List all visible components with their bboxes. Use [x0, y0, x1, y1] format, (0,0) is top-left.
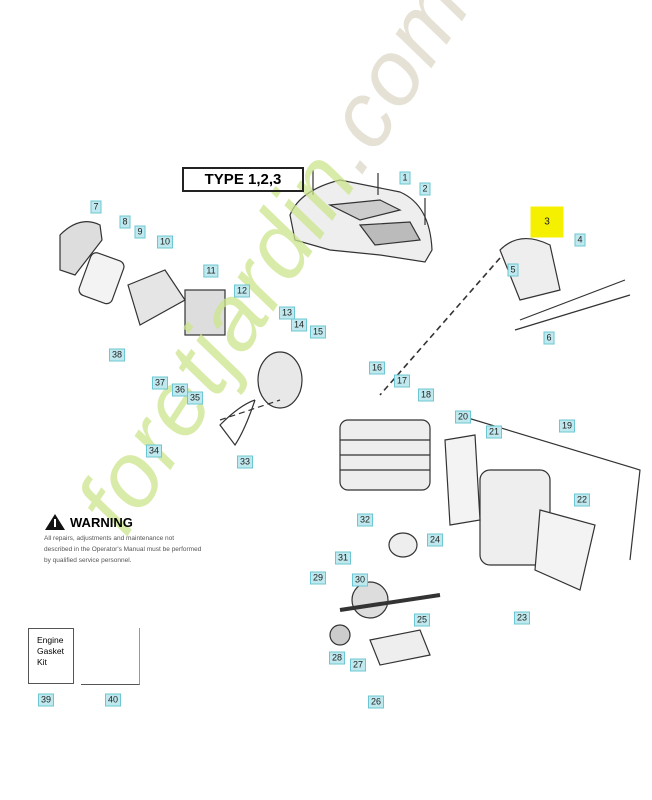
warning-icon [45, 514, 65, 530]
part-label-25[interactable]: 25 [413, 613, 431, 627]
part-label-30[interactable]: 30 [351, 573, 369, 587]
part-label-13[interactable]: 13 [278, 306, 296, 320]
part-label-33[interactable]: 33 [236, 455, 254, 469]
part-label-37[interactable]: 37 [151, 376, 169, 390]
part-label-36[interactable]: 36 [171, 383, 189, 397]
part-label-12[interactable]: 12 [233, 284, 251, 298]
part-label-35[interactable]: 35 [186, 391, 204, 405]
part-label-4[interactable]: 4 [574, 233, 586, 247]
part-label-28[interactable]: 28 [328, 651, 346, 665]
part-label-31[interactable]: 31 [334, 551, 352, 565]
part-label-38[interactable]: 38 [108, 348, 126, 362]
part-label-16[interactable]: 16 [368, 361, 386, 375]
part-label-40[interactable]: 40 [104, 693, 122, 707]
part-label-22[interactable]: 22 [573, 493, 591, 507]
warning-text: All repairs, adjustments and maintenance… [44, 535, 202, 564]
part-label-17[interactable]: 17 [393, 374, 411, 388]
part-label-20[interactable]: 20 [454, 410, 472, 424]
part-label-11[interactable]: 11 [203, 264, 219, 278]
part-label-26[interactable]: 26 [367, 695, 385, 709]
gasket-part-box [81, 628, 140, 685]
part-label-9[interactable]: 9 [134, 225, 146, 239]
warning-notice: WARNING All repairs, adjustments and mai… [44, 513, 204, 566]
part-label-19[interactable]: 19 [558, 419, 576, 433]
warning-heading: WARNING [70, 514, 133, 530]
part-label-29[interactable]: 29 [309, 571, 327, 585]
part-label-32[interactable]: 32 [356, 513, 374, 527]
part-label-10[interactable]: 10 [156, 235, 174, 249]
part-label-23[interactable]: 23 [513, 611, 531, 625]
part-label-6[interactable]: 6 [543, 331, 555, 345]
part-label-3[interactable]: 3 [530, 206, 564, 238]
part-label-7[interactable]: 7 [90, 200, 102, 214]
part-label-27[interactable]: 27 [349, 658, 367, 672]
part-label-34[interactable]: 34 [145, 444, 163, 458]
part-label-18[interactable]: 18 [417, 388, 435, 402]
part-label-5[interactable]: 5 [507, 263, 519, 277]
part-label-1[interactable]: 1 [399, 171, 411, 185]
type-title: TYPE 1,2,3 [182, 167, 304, 192]
part-label-39[interactable]: 39 [37, 693, 55, 707]
part-label-14[interactable]: 14 [290, 318, 308, 332]
engine-gasket-kit-box: Engine Gasket Kit [28, 628, 74, 684]
part-label-8[interactable]: 8 [119, 215, 131, 229]
part-label-15[interactable]: 15 [309, 325, 327, 339]
part-label-2[interactable]: 2 [419, 182, 431, 196]
part-label-24[interactable]: 24 [426, 533, 444, 547]
part-label-21[interactable]: 21 [485, 425, 503, 439]
